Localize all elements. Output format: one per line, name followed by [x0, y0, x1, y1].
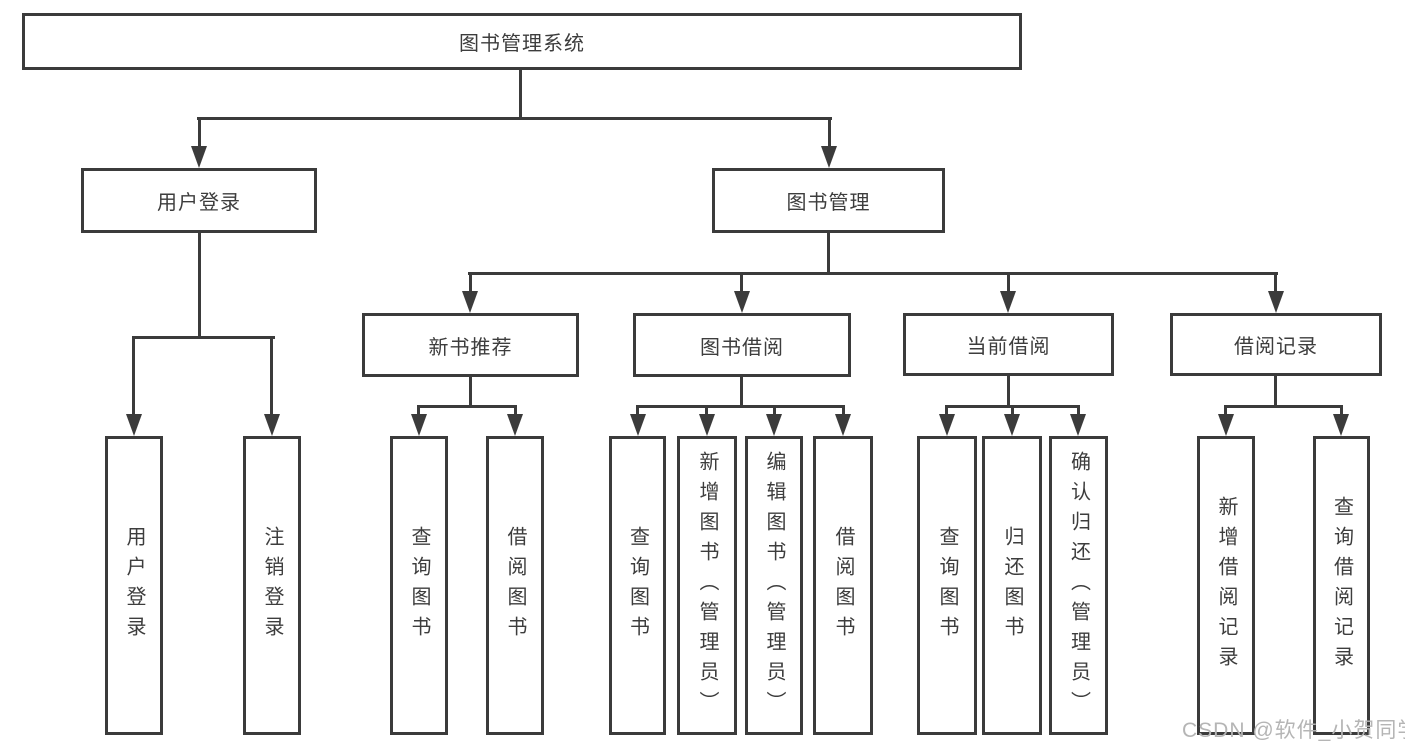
arrow-down-icon: [835, 414, 851, 436]
connector-line: [773, 408, 776, 414]
connector-line: [132, 339, 135, 414]
connector-line: [198, 232, 201, 336]
arrow-down-icon: [507, 414, 523, 436]
node-borrowing-records: 借阅记录: [1170, 313, 1382, 376]
leaf-edit-books-admin: 编辑图书（管理员）: [745, 436, 803, 735]
node-library-management-system: 图书管理系统: [22, 13, 1022, 70]
arrow-down-icon: [1218, 414, 1234, 436]
leaf-query-books-recommend: 查询图书: [390, 436, 448, 735]
connector-line: [945, 408, 948, 414]
connector-line: [1340, 408, 1343, 414]
connector-line: [469, 377, 472, 405]
leaf-query-borrow-record: 查询借阅记录: [1313, 436, 1370, 735]
connector-line: [270, 339, 273, 414]
connector-line: [945, 405, 1080, 408]
connector-line: [1274, 275, 1277, 291]
arrow-down-icon: [630, 414, 646, 436]
leaf-query-books-current: 查询图书: [917, 436, 977, 735]
connector-line: [842, 408, 845, 414]
arrow-down-icon: [126, 414, 142, 436]
arrow-down-icon: [766, 414, 782, 436]
node-new-book-recommend: 新书推荐: [362, 313, 579, 377]
connector-line: [198, 120, 201, 146]
leaf-confirm-return-admin: 确认归还（管理员）: [1049, 436, 1108, 735]
node-user-login: 用户登录: [81, 168, 317, 233]
leaf-logout: 注销登录: [243, 436, 301, 735]
arrow-down-icon: [462, 291, 478, 313]
arrow-down-icon: [1333, 414, 1349, 436]
arrow-down-icon: [264, 414, 280, 436]
arrow-down-icon: [191, 146, 207, 168]
leaf-add-borrow-record: 新增借阅记录: [1197, 436, 1255, 735]
arrow-down-icon: [734, 291, 750, 313]
connector-line: [132, 336, 275, 339]
node-book-management: 图书管理: [712, 168, 945, 233]
connector-line: [1274, 376, 1277, 405]
leaf-return-books: 归还图书: [982, 436, 1042, 735]
arrow-down-icon: [821, 146, 837, 168]
arrow-down-icon: [411, 414, 427, 436]
connector-line: [1007, 376, 1010, 405]
arrow-down-icon: [1070, 414, 1086, 436]
connector-line: [519, 69, 522, 117]
connector-line: [740, 275, 743, 291]
arrow-down-icon: [1000, 291, 1016, 313]
arrow-down-icon: [939, 414, 955, 436]
connector-line: [636, 408, 639, 414]
connector-line: [468, 272, 1278, 275]
connector-line: [740, 377, 743, 405]
connector-line: [1224, 405, 1343, 408]
connector-line: [1224, 408, 1227, 414]
connector-line: [828, 120, 831, 146]
arrow-down-icon: [1004, 414, 1020, 436]
leaf-borrow-books-recommend: 借阅图书: [486, 436, 544, 735]
leaf-query-books-borrowing: 查询图书: [609, 436, 666, 735]
connector-line: [514, 408, 517, 414]
connector-line: [1077, 408, 1080, 414]
leaf-add-books-admin: 新增图书（管理员）: [677, 436, 737, 735]
connector-line: [827, 233, 830, 272]
arrow-down-icon: [1268, 291, 1284, 313]
leaf-borrow-books-borrowing: 借阅图书: [813, 436, 873, 735]
connector-line: [417, 408, 420, 414]
connector-line: [636, 405, 845, 408]
node-current-borrowing: 当前借阅: [903, 313, 1114, 376]
connector-line: [197, 117, 832, 120]
connector-line: [1007, 275, 1010, 291]
connector-line: [469, 275, 472, 291]
connector-line: [1011, 408, 1014, 414]
connector-line: [705, 408, 708, 414]
leaf-user-login: 用户登录: [105, 436, 163, 735]
csdn-watermark: CSDN @软件_小贺同学: [1182, 719, 1405, 742]
arrow-down-icon: [699, 414, 715, 436]
node-book-borrowing: 图书借阅: [633, 313, 851, 377]
connector-line: [417, 405, 517, 408]
